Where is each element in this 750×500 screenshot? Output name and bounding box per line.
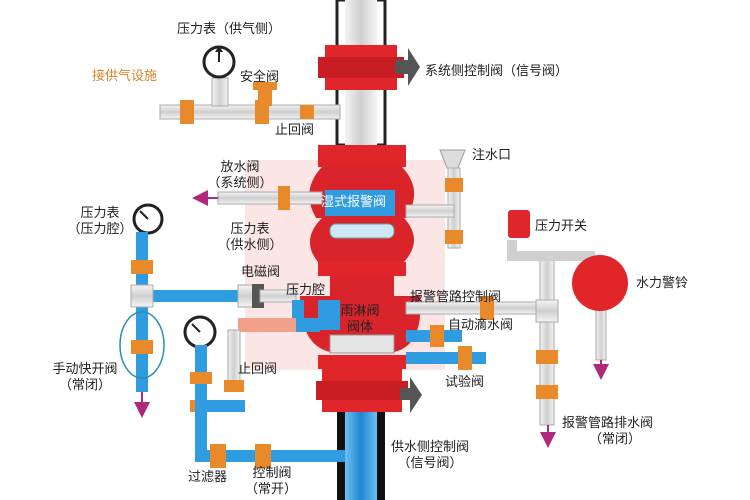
alarm-pipe-drain-valve-label: 报警管路排水阀	[562, 416, 654, 431]
pressure-gauge-supply-air-label: 压力表（供气侧）	[177, 22, 282, 37]
water-inlet-label: 注水口	[472, 148, 512, 163]
drain-line	[192, 186, 323, 210]
hydraulic-alarm-bell-label: 水力警铃	[636, 276, 689, 291]
system-side-control-valve-label: 系统侧控制阀（信号阀）	[425, 64, 569, 79]
safety-valve-label: 安全阀	[240, 70, 280, 85]
pressure-switch-label: 压力开关	[535, 219, 588, 234]
wet-alarm-valve-body	[309, 145, 415, 276]
supply-side-control-valve-label: 供水侧控制阀	[390, 440, 469, 455]
pressure-switch-graphic	[508, 210, 530, 238]
pressure-gauge-supply-air-graphic	[202, 45, 236, 79]
alarm-pipe-drain-valve-sub-label: （常闭）	[588, 432, 641, 447]
manual-quick-open-valve-label: 手动快开阀	[52, 362, 118, 377]
wet-alarm-valve-label: 湿式报警阀	[321, 195, 387, 210]
deluge-valve-body-sub-label: 阀体	[346, 320, 373, 335]
pressure-gauge-supply-water-label: 压力表	[230, 222, 270, 237]
pressure-gauge-chamber-label: 压力表	[80, 206, 120, 221]
drain-valve-label: 放水阀	[220, 160, 260, 175]
control-valve-sub-label: （常开）	[244, 482, 297, 497]
solenoid-valve-label: 电磁阀	[241, 265, 281, 280]
supply-side-control-valve-body	[316, 369, 422, 413]
drain-valve-sub-label: （系统侧）	[207, 176, 273, 191]
hydraulic-alarm-bell-graphic	[572, 255, 628, 311]
lower-left-circuit	[183, 315, 345, 468]
deluge-valve-body-label: 雨淋阀	[340, 304, 380, 319]
manual-quick-open-valve-sub-label: （常闭）	[58, 378, 111, 393]
pressure-gauge-supply-water-sub-label: （供水侧）	[217, 238, 283, 253]
water-inlet-line	[405, 149, 466, 249]
deluge-valve-body-graphic	[300, 276, 421, 369]
pressure-gauge-chamber-sub-label: （压力腔）	[67, 222, 133, 237]
solenoid-valve-graphic	[238, 284, 320, 332]
alarm-pipe-control-valve-label: 报警管路控制阀	[410, 290, 502, 305]
air-supply-connection-label: 接供气设施	[92, 69, 158, 84]
system-side-control-valve-body	[318, 45, 420, 90]
air-supply-line	[159, 77, 341, 124]
supply-side-control-valve-sub-label: （信号阀）	[397, 456, 463, 471]
check-valve-bottom-label: 止回阀	[238, 362, 278, 377]
control-valve-label: 控制阀	[252, 466, 292, 481]
test-valve-label: 试验阀	[445, 375, 485, 390]
filter-label: 过滤器	[188, 470, 228, 485]
pressure-chamber-label: 压力腔	[286, 283, 326, 298]
auto-drip-valve-label: 自动滴水阀	[448, 318, 514, 333]
check-valve-top-label: 止回阀	[275, 123, 315, 138]
